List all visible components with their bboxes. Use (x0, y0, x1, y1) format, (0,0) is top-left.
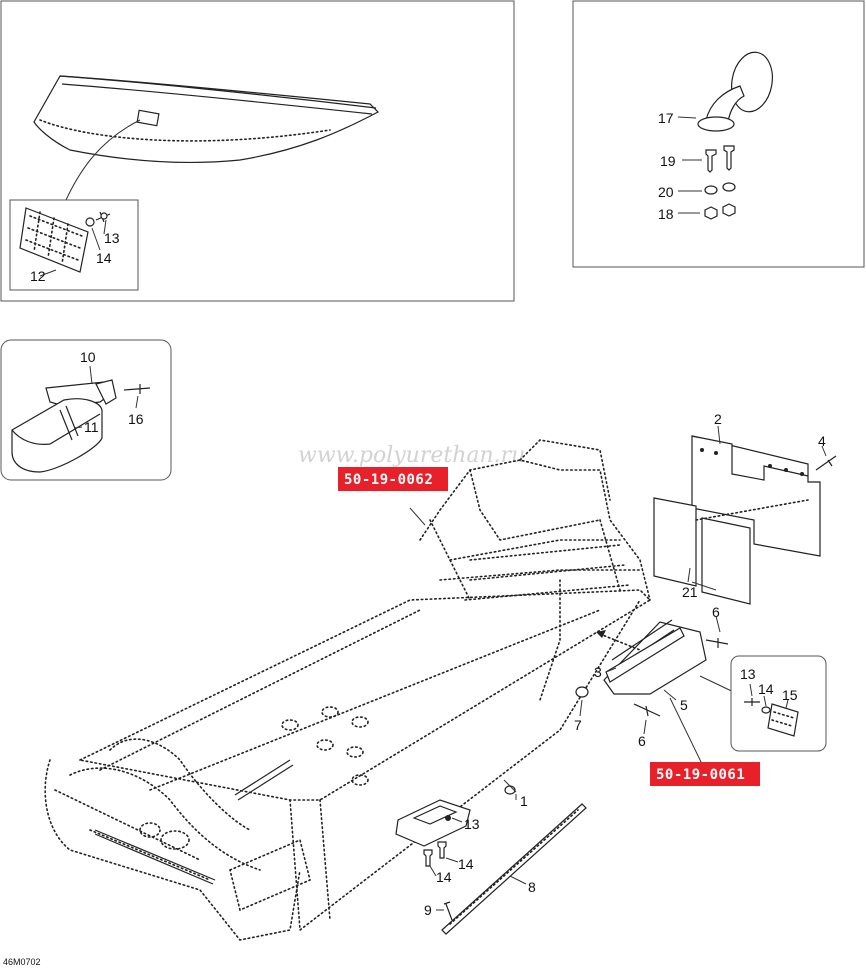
callout-9: 9 (424, 902, 432, 918)
panel-rear-reflector: 13 14 15 (730, 655, 827, 752)
screw-icon (705, 149, 717, 173)
washer-icon (85, 217, 95, 227)
panel-seat-bracket: 10 16 11 (0, 339, 172, 481)
callout-14: 14 (458, 856, 474, 872)
panel-mirror: 17 19 20 18 (572, 0, 865, 268)
washer-icon (704, 185, 718, 195)
screw-icon (423, 849, 433, 867)
callout-14: 14 (436, 869, 452, 885)
nut-icon (722, 203, 736, 217)
washer-icon (575, 686, 589, 698)
callout-12: 12 (30, 268, 46, 284)
screw-icon (437, 841, 447, 859)
drawing-code: 46M0702 (3, 957, 41, 967)
rail-part-3 (605, 627, 685, 683)
ref-label-upper[interactable]: 50-19-0062 (338, 467, 448, 491)
lower-parts (395, 779, 587, 935)
nut-icon (704, 206, 718, 220)
callout-13: 13 (740, 666, 756, 682)
washer-icon (722, 182, 736, 192)
bracket-part-5 (603, 621, 707, 695)
callout-19: 19 (660, 153, 676, 169)
callout-16: 16 (128, 411, 144, 427)
callout-6: 6 (712, 604, 720, 620)
cushion-icon (11, 398, 103, 473)
callout-20: 20 (658, 184, 674, 200)
callout-17: 17 (658, 110, 674, 126)
ref-label-text: 50-19-0062 (344, 472, 433, 488)
callout-4: 4 (818, 433, 826, 449)
watermark-text: www.polyurethan.ru (298, 443, 525, 468)
callout-10: 10 (80, 349, 96, 365)
ref-label-text: 50-19-0061 (656, 767, 745, 783)
callout-14: 14 (96, 250, 112, 266)
callout-21: 21 (682, 584, 698, 600)
flap-part-21 (653, 497, 697, 587)
callout-6: 6 (638, 733, 646, 749)
washer-icon (761, 706, 771, 714)
callout-2: 2 (714, 411, 722, 427)
strip-part-8 (441, 803, 587, 935)
panel-windshield-reflector: 12 13 14 (0, 0, 515, 302)
ref-label-lower[interactable]: 50-19-0061 (650, 762, 760, 786)
mudflap-parts (575, 425, 837, 765)
callout-7: 7 (574, 717, 582, 733)
callout-1: 1 (520, 793, 528, 809)
callout-13: 13 (104, 230, 120, 246)
screw-icon (100, 212, 108, 220)
callout-8: 8 (528, 879, 536, 895)
callout-14: 14 (758, 681, 774, 697)
callout-5: 5 (680, 697, 688, 713)
callout-15: 15 (782, 687, 798, 703)
screw-icon (723, 145, 735, 171)
callout-13: 13 (464, 816, 480, 832)
callout-18: 18 (658, 206, 674, 222)
callout-3: 3 (594, 664, 602, 680)
flap-part-21 (701, 517, 751, 605)
chassis-drawing (44, 439, 652, 941)
callout-11: 11 (84, 419, 99, 435)
flap-part-2 (691, 435, 821, 557)
